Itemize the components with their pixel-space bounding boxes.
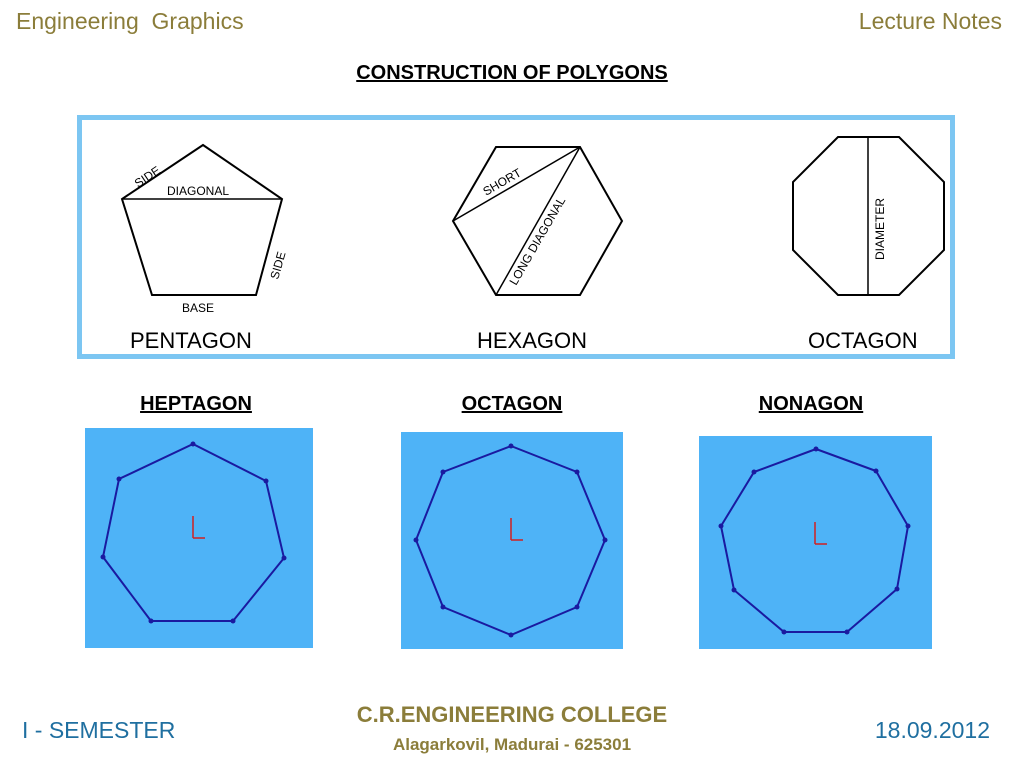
octagon-shape	[792, 136, 945, 296]
polygon-reference-svg: SIDE DIAGONAL SIDE BASE PENTAGON SHORT L…	[120, 136, 945, 353]
footer-college: C.R.ENGINEERING COLLEGE	[356, 702, 668, 727]
octagon-svg	[413, 443, 608, 638]
origin-axis-icon	[192, 516, 205, 539]
hexagon-long-diagonal	[495, 146, 581, 296]
hexagon-long-label: LONG DIAGONAL	[506, 194, 568, 287]
nonagon-heading: NONAGON	[758, 393, 864, 415]
octagon-panel	[401, 432, 623, 649]
heptagon-svg	[100, 441, 287, 624]
footer-date: 18.09.2012	[874, 717, 990, 743]
octagon-heading: OCTAGON	[461, 393, 563, 415]
pentagon-side-label-right: SIDE	[267, 250, 288, 281]
polygon-reference-figure: SIDE DIAGONAL SIDE BASE PENTAGON SHORT L…	[77, 115, 955, 359]
heptagon-heading: HEPTAGON	[140, 393, 252, 415]
pentagon-side-label: SIDE	[132, 163, 163, 190]
nonagon-panel	[699, 436, 932, 649]
header-course: Engineering Graphics	[16, 8, 244, 34]
footer-semester: I - SEMESTER	[22, 717, 176, 743]
heptagon-shape	[101, 442, 286, 622]
pentagon-base-label: BASE	[182, 301, 214, 315]
pentagon-diagonal-label: DIAGONAL	[167, 184, 229, 198]
octagon-name: OCTAGON	[808, 328, 918, 353]
heptagon-panel	[85, 428, 313, 648]
hexagon-short-diagonal	[452, 146, 581, 222]
nonagon-svg	[718, 446, 911, 635]
octagon-diameter-label: DIAMETER	[873, 198, 887, 260]
nonagon-shape	[719, 447, 910, 633]
pentagon-shape	[120, 143, 284, 296]
origin-axis-icon	[814, 522, 827, 545]
hexagon-name: HEXAGON	[477, 328, 587, 353]
origin-axis-icon	[510, 518, 523, 541]
footer-address: Alagarkovil, Madurai - 625301	[392, 735, 632, 754]
pentagon-name: PENTAGON	[130, 328, 252, 353]
page-title: CONSTRUCTION OF POLYGONS	[356, 62, 668, 84]
header-notes: Lecture Notes	[858, 8, 1002, 34]
hexagon-short-label: SHORT	[481, 165, 525, 198]
